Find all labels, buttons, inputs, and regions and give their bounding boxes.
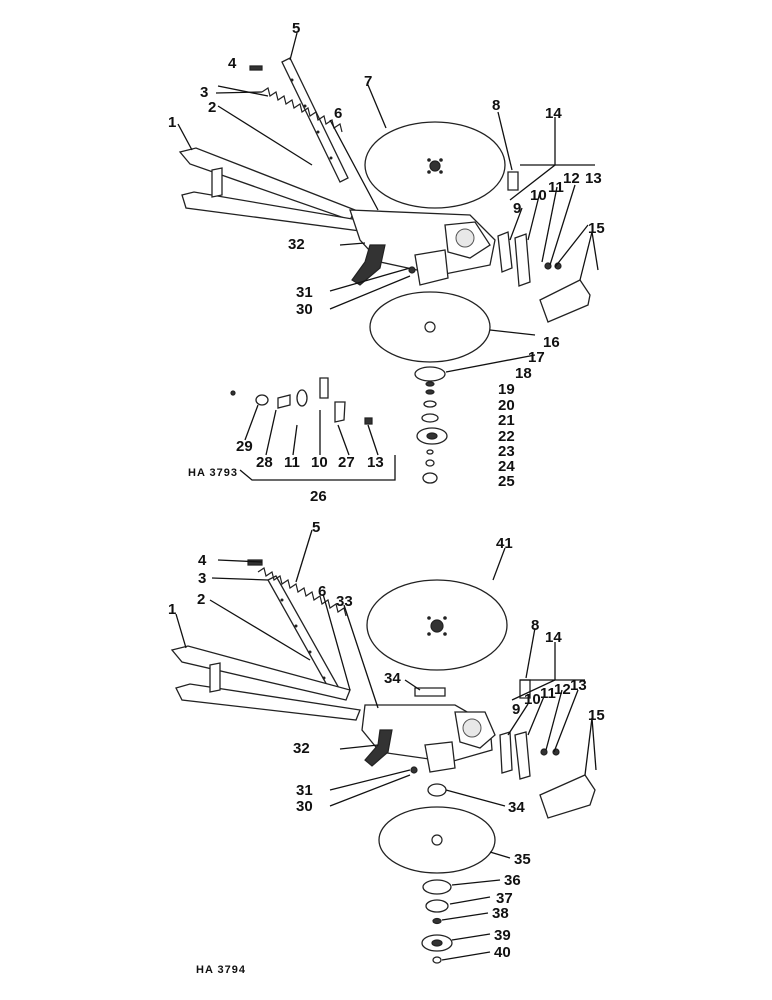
callout-32-bottom: 32: [293, 740, 310, 757]
callout-15-bottom: 15: [588, 707, 605, 724]
callout-6: 6: [334, 105, 342, 122]
bottom-assembly: 5 4 3 2 1 6 33 41 8 14 9 10 11 12 13 15 …: [168, 519, 605, 976]
callout-34-top: 34: [384, 670, 401, 687]
callout-2-bottom: 2: [197, 591, 205, 608]
shield: [539, 279, 591, 323]
callout-4-bottom: 4: [198, 552, 207, 569]
callout-11-bottom: 11: [540, 685, 556, 702]
top-assembly: 5 4 3 2 1 6 7 8 14 9 10 11 12 13 15 16 1…: [168, 20, 605, 505]
callout-21: 21: [498, 412, 515, 429]
callout-25: 25: [498, 473, 515, 490]
callout-40: 40: [494, 944, 511, 961]
callout-35: 35: [514, 851, 531, 868]
callout-29: 29: [236, 438, 253, 455]
callout-11b: 11: [284, 454, 300, 471]
figure-id-bottom: HA 3794: [196, 964, 246, 976]
callout-28: 28: [256, 454, 273, 471]
callout-15: 15: [588, 220, 605, 237]
callout-24: 24: [498, 458, 515, 475]
disc-blade-35: [378, 806, 496, 874]
callout-23: 23: [498, 443, 515, 460]
callout-10: 10: [530, 187, 547, 204]
callout-30: 30: [296, 301, 313, 318]
callout-5: 5: [292, 20, 300, 37]
top-callouts: 5 4 3 2 1 6 7 8 14 9 10 11 12 13 15 16 1…: [168, 20, 605, 505]
callout-12-bottom: 12: [554, 681, 571, 698]
callout-2: 2: [208, 99, 216, 116]
callout-17: 17: [528, 349, 545, 366]
callout-38: 38: [492, 905, 509, 922]
callout-8-bottom: 8: [531, 617, 539, 634]
bottom-callouts: 5 4 3 2 1 6 33 41 8 14 9 10 11 12 13 15 …: [168, 519, 605, 976]
callout-34-bottom: 34: [508, 799, 525, 816]
callout-10b: 10: [311, 454, 328, 471]
callout-22: 22: [498, 428, 515, 445]
callout-16: 16: [543, 334, 560, 351]
figure-id-top: HA 3793: [188, 467, 238, 479]
callout-26: 26: [310, 488, 327, 505]
callout-11: 11: [548, 179, 564, 196]
callout-13b: 13: [367, 454, 384, 471]
callout-10-bottom: 10: [524, 691, 541, 708]
callout-1: 1: [168, 114, 176, 131]
callout-13-bottom: 13: [570, 677, 587, 694]
callout-14-bottom: 14: [545, 629, 562, 646]
callout-18: 18: [515, 365, 532, 382]
callout-3: 3: [200, 84, 208, 101]
callout-13: 13: [585, 170, 602, 187]
callout-7: 7: [364, 73, 372, 90]
callout-31: 31: [296, 284, 313, 301]
callout-14: 14: [545, 105, 562, 122]
callout-4: 4: [228, 55, 237, 72]
callout-41: 41: [496, 535, 513, 552]
callout-32: 32: [288, 236, 305, 253]
callout-36: 36: [504, 872, 521, 889]
callout-33: 33: [336, 593, 353, 610]
callout-19: 19: [498, 381, 515, 398]
lower-disc-blade: [369, 291, 491, 363]
callout-9-bottom: 9: [512, 701, 520, 718]
callout-6-bottom: 6: [318, 583, 326, 600]
callout-9: 9: [513, 200, 521, 217]
callout-39: 39: [494, 927, 511, 944]
callout-8: 8: [492, 97, 500, 114]
callout-3-bottom: 3: [198, 570, 206, 587]
scraper-bar: [281, 57, 349, 183]
callout-30-bottom: 30: [296, 798, 313, 815]
callout-1-bottom: 1: [168, 601, 176, 618]
callout-27: 27: [338, 454, 355, 471]
callout-5-bottom: 5: [312, 519, 320, 536]
callout-20: 20: [498, 397, 515, 414]
callout-12: 12: [563, 170, 580, 187]
callout-37: 37: [496, 890, 513, 907]
callout-31-bottom: 31: [296, 782, 313, 799]
